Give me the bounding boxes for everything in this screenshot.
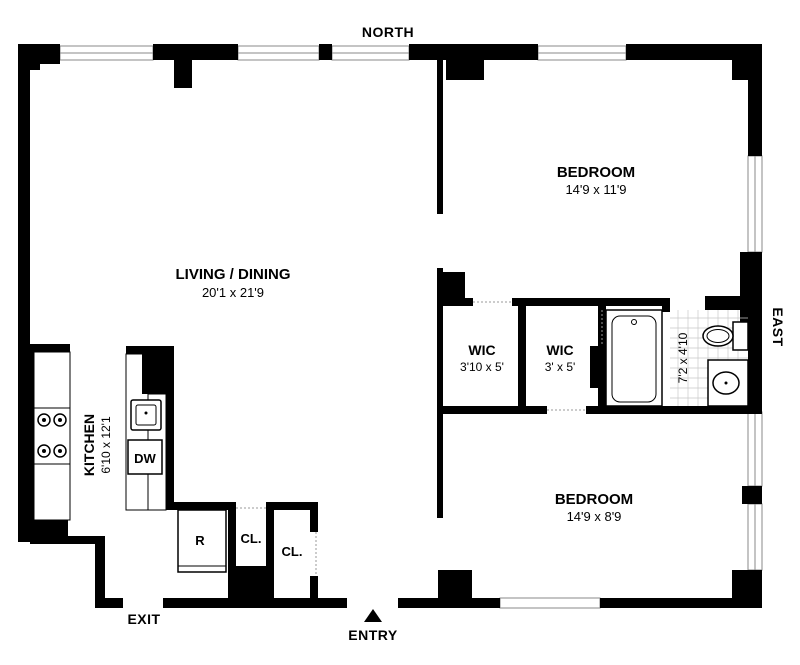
wic-1-dims: 3'10 x 5' <box>460 360 504 374</box>
window-south <box>499 597 601 609</box>
living-dining-name: LIVING / DINING <box>175 266 290 283</box>
bathroom: 7'2 x 4'10 <box>605 309 749 407</box>
entry-label: ENTRY <box>348 627 398 643</box>
entry-arrow-icon <box>364 609 382 622</box>
toilet-icon <box>702 321 749 351</box>
north-label: NORTH <box>362 24 414 40</box>
wic-2-dims: 3' x 5' <box>545 360 576 374</box>
bath-dims: 7'2 x 4'10 <box>676 332 690 383</box>
closet-label-1: CL. <box>241 531 262 546</box>
kitchen-counter-west <box>33 351 71 521</box>
east-label: EAST <box>770 307 786 346</box>
bedroom-south-dims: 14'9 x 8'9 <box>567 509 622 524</box>
orientation-labels: NORTH EAST EXIT ENTRY <box>127 24 786 643</box>
wic-1-name: WIC <box>468 342 495 358</box>
bedroom-north-name: BEDROOM <box>557 164 635 181</box>
kitchen-sink-icon <box>130 399 162 431</box>
refrigerator-icon <box>177 509 227 573</box>
refrigerator-label: R <box>195 533 205 548</box>
bedroom-south-name: BEDROOM <box>555 491 633 508</box>
stove <box>33 407 71 465</box>
walls <box>18 44 762 608</box>
closet-label-2: CL. <box>282 544 303 559</box>
wic-2-name: WIC <box>546 342 573 358</box>
dishwasher-label: DW <box>134 451 156 466</box>
kitchen-dims: 6'10 x 12'1 <box>99 416 113 474</box>
dishwasher-icon <box>127 439 163 475</box>
exit-label: EXIT <box>127 611 160 627</box>
living-dining-dims: 20'1 x 21'9 <box>202 285 264 300</box>
bathtub-icon <box>605 309 663 407</box>
kitchen-fixtures: DW R CL. CL. <box>33 351 317 576</box>
doorways <box>473 301 603 411</box>
room-labels: LIVING / DINING 20'1 x 21'9 BEDROOM 14'9… <box>81 164 635 524</box>
bedroom-north-dims: 14'9 x 11'9 <box>565 182 626 197</box>
kitchen-name: KITCHEN <box>81 414 97 476</box>
